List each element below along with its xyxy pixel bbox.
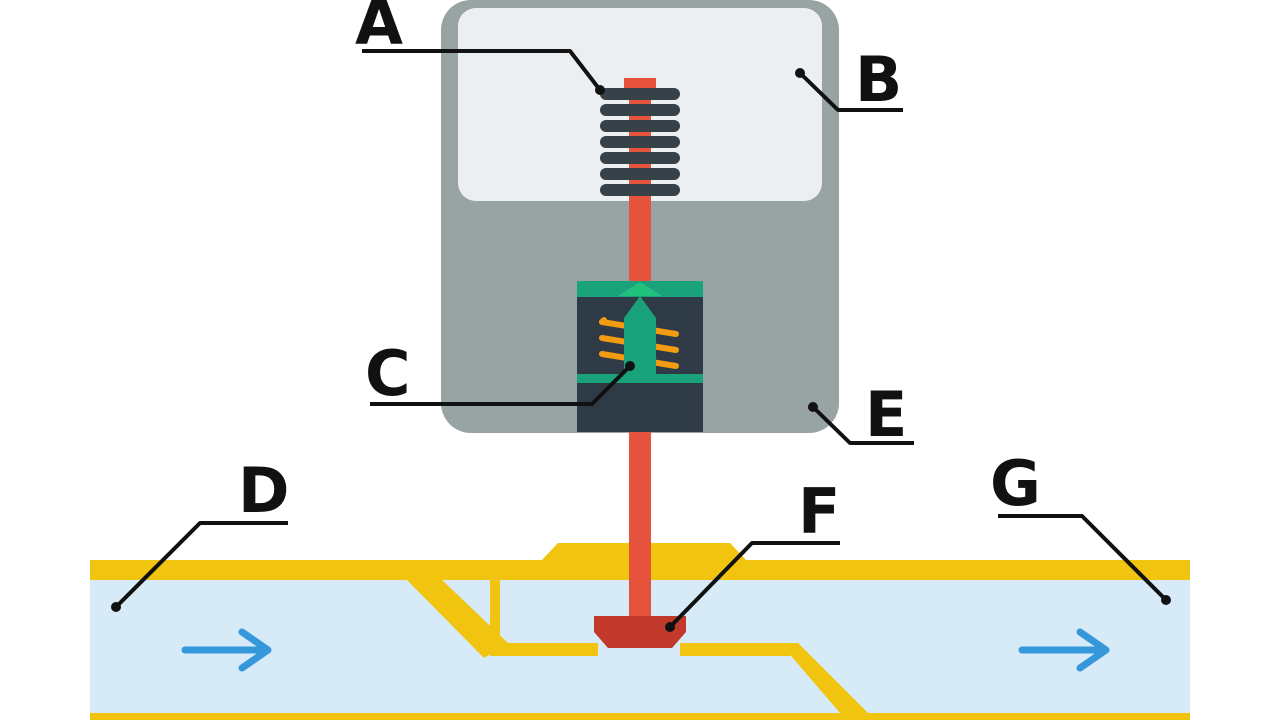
label-c-callout: C <box>365 337 635 410</box>
spring-guide <box>624 296 656 374</box>
partition-right <box>780 643 868 713</box>
label-a-callout: A <box>355 0 605 95</box>
label-b: B <box>855 43 902 116</box>
label-b-callout: B <box>795 43 903 116</box>
label-f: F <box>798 475 840 548</box>
label-g-callout: G <box>990 447 1171 605</box>
spring-guide-cap <box>618 282 662 296</box>
label-c: C <box>365 337 411 410</box>
label-e: E <box>865 378 907 451</box>
chamber-left-wall <box>490 578 500 650</box>
right-arrow-icon <box>1018 628 1110 672</box>
label-e-callout: E <box>808 378 914 451</box>
label-f-callout: F <box>665 475 840 632</box>
label-d: D <box>238 454 289 527</box>
chamber-floor-right <box>680 643 790 656</box>
partition-left <box>405 578 508 658</box>
label-d-callout: D <box>111 454 289 612</box>
right-arrow-icon <box>181 628 272 672</box>
coil <box>600 78 680 196</box>
chamber-bottom-plate <box>577 374 703 383</box>
spring-chamber <box>577 281 703 432</box>
chamber-floor-left <box>490 643 598 656</box>
pipe-bottom-wall <box>90 713 1190 720</box>
valve-disc <box>594 616 686 648</box>
label-g: G <box>990 447 1041 520</box>
